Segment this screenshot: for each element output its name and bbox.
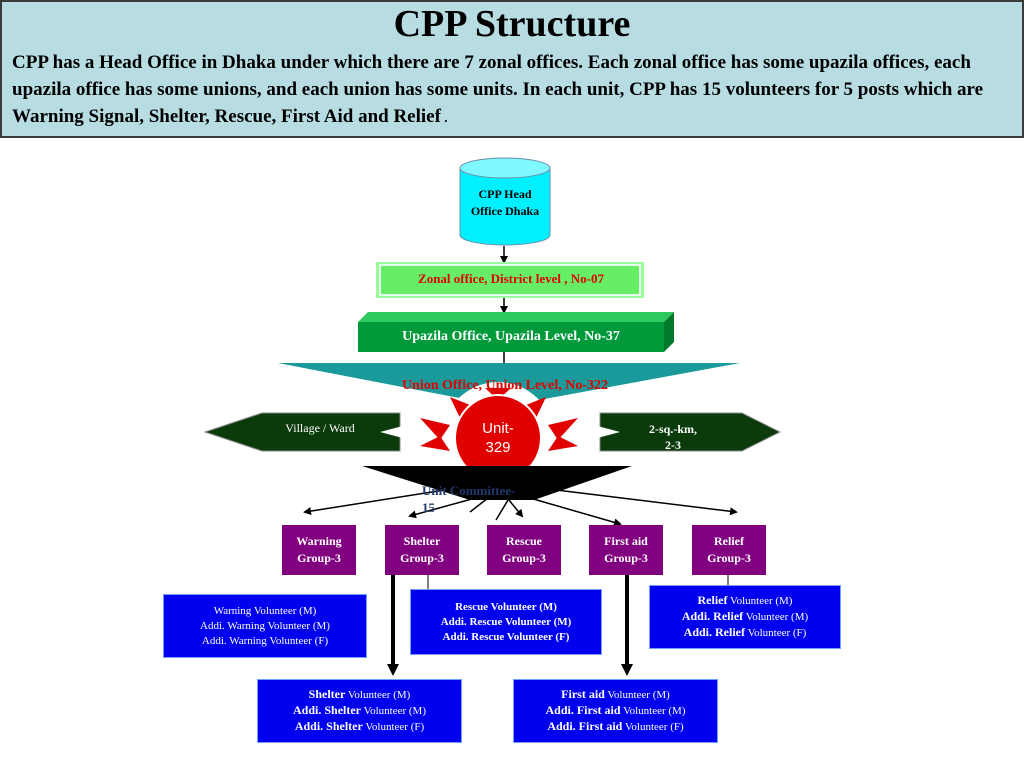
union-office-shape bbox=[278, 363, 740, 402]
firstaid-suffix: Volunteer (F) bbox=[622, 721, 684, 733]
rescue-volunteer-line: Addi. Rescue Volunteer (F) bbox=[442, 630, 570, 643]
union-office-label: Union Office, Union Level, No-322 bbox=[401, 378, 609, 393]
relief-suffix: Volunteer (M) bbox=[743, 611, 809, 623]
rescue-volunteers-box: Rescue Volunteer (M) Addi. Rescue Volunt… bbox=[410, 589, 602, 655]
upazila-office-box bbox=[358, 312, 674, 352]
unit-area-hexagon bbox=[599, 412, 782, 452]
relief-volunteer-line: Addi. Relief Volunteer (M) bbox=[682, 609, 808, 625]
shelter-suffix: Volunteer (M) bbox=[361, 705, 426, 717]
relief-group-box: Relief Group-3 bbox=[692, 525, 766, 575]
unit-committee-shape bbox=[362, 466, 632, 500]
shelter-suffix: Volunteer (M) bbox=[345, 689, 411, 701]
firstaid-group-box: First aid Group-3 bbox=[589, 525, 663, 575]
unit-committee-label: Unit Committee- 15 bbox=[422, 483, 516, 515]
warning-volunteer-line: Warning Volunteer (M) bbox=[213, 604, 317, 617]
relief-term: Addi. Relief bbox=[683, 625, 746, 639]
firstaid-volunteer-line: Addi. First aid Volunteer (F) bbox=[547, 719, 683, 735]
shelter-volunteers-box: Shelter Volunteer (M) Addi. Shelter Volu… bbox=[257, 679, 462, 743]
warning-volunteer-line: Addi. Warning Volunteer (F) bbox=[201, 634, 329, 647]
shelter-term: Addi. Shelter bbox=[293, 703, 362, 717]
firstaid-arrow-head bbox=[621, 664, 633, 676]
relief-suffix: Volunteer (M) bbox=[727, 595, 793, 607]
shelter-arrow-head bbox=[387, 664, 399, 676]
relief-term: Relief bbox=[697, 593, 728, 607]
shelter-group-box: Shelter Group-3 bbox=[385, 525, 459, 575]
rescue-volunteer-line: Addi. Rescue Volunteer (M) bbox=[440, 615, 572, 628]
intro-end: . bbox=[440, 110, 448, 125]
group-connectors bbox=[303, 485, 738, 527]
village-ward-label: Village / Ward bbox=[285, 421, 355, 435]
head-office-label: CPP Head Office Dhaka bbox=[470, 187, 540, 218]
upazila-office-label: Upazila Office, Upazila Level, No-37 bbox=[402, 329, 620, 344]
intro-body: CPP has a Head Office in Dhaka under whi… bbox=[12, 52, 984, 127]
rescue-volunteer-line: Rescue Volunteer (M) bbox=[455, 600, 557, 613]
relief-volunteer-line: Addi. Relief Volunteer (F) bbox=[684, 625, 807, 641]
warning-group-box: Warning Group-3 bbox=[282, 525, 356, 575]
intro-text: CPP has a Head Office in Dhaka under whi… bbox=[12, 49, 1012, 131]
firstaid-volunteers-box: First aid Volunteer (M) Addi. First aid … bbox=[513, 679, 718, 743]
rescue-group-box: Rescue Group-3 bbox=[487, 525, 561, 575]
firstaid-term: Addi. First aid bbox=[547, 719, 623, 733]
relief-volunteer-line: Relief Volunteer (M) bbox=[698, 593, 793, 609]
shelter-volunteer-line: Shelter Volunteer (M) bbox=[309, 687, 411, 703]
shelter-volunteer-line: Addi. Shelter Volunteer (F) bbox=[295, 719, 424, 735]
unit-count-label: Unit- 329 bbox=[482, 420, 514, 456]
volunteer-connectors bbox=[391, 575, 629, 666]
relief-term: Addi. Relief bbox=[681, 609, 744, 623]
firstaid-volunteer-line: Addi. First aid Volunteer (M) bbox=[546, 703, 686, 719]
unit-area-label: 2-sq.-km, 2-3 Thousand bbox=[647, 422, 699, 461]
relief-suffix: Volunteer (F) bbox=[745, 627, 807, 639]
zonal-office-box bbox=[376, 262, 644, 298]
warning-volunteer-line: Addi. Warning Volunteer (M) bbox=[200, 619, 330, 632]
shelter-suffix: Volunteer (F) bbox=[362, 721, 425, 733]
relief-volunteers-box: Relief Volunteer (M) Addi. Relief Volunt… bbox=[649, 585, 841, 649]
shelter-term: Addi. Shelter bbox=[294, 719, 363, 733]
zonal-office-label: Zonal office, District level , No-07 bbox=[418, 271, 604, 286]
firstaid-term: Addi. First aid bbox=[545, 703, 621, 717]
shelter-term: Shelter bbox=[308, 687, 346, 701]
firstaid-suffix: Volunteer (M) bbox=[604, 689, 670, 701]
firstaid-suffix: Volunteer (M) bbox=[620, 705, 686, 717]
warning-volunteers-box: Warning Volunteer (M) Addi. Warning Volu… bbox=[163, 594, 367, 658]
shelter-volunteer-line: Addi. Shelter Volunteer (M) bbox=[293, 703, 426, 719]
header-panel: CPP Structure CPP has a Head Office in D… bbox=[0, 0, 1024, 138]
firstaid-volunteer-line: First aid Volunteer (M) bbox=[561, 687, 670, 703]
firstaid-term: First aid bbox=[561, 687, 605, 701]
page-title: CPP Structure bbox=[393, 3, 631, 45]
head-office-cylinder bbox=[459, 157, 551, 246]
